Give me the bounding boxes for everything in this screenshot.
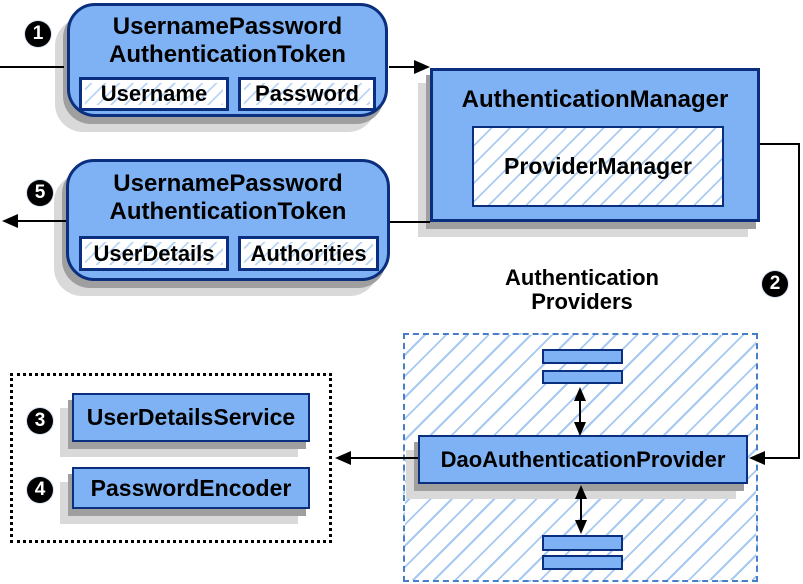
step-1-badge: 1	[25, 21, 51, 47]
request-token-title-line1: UsernamePassword	[112, 13, 343, 40]
step-5-badge: 5	[27, 180, 53, 206]
flow-arrow-1-head	[414, 60, 430, 74]
userdetails-field: UserDetails	[79, 236, 229, 271]
provider-placeholder-bar	[542, 535, 623, 551]
provider-placeholder-bar	[542, 555, 623, 570]
provider-placeholder-bar	[542, 349, 623, 364]
password-encoder-box: PasswordEncoder	[72, 467, 310, 509]
username-field: Username	[79, 77, 229, 111]
step-4-badge: 4	[27, 477, 53, 503]
authentication-providers-label-line1: Authentication	[505, 265, 659, 290]
user-details-service-label: UserDetailsService	[86, 404, 296, 430]
userdetails-field-label: UserDetails	[93, 240, 215, 266]
request-token-box: UsernamePassword AuthenticationToken Use…	[67, 3, 388, 117]
dao-authentication-provider-label: DaoAuthenticationProvider	[440, 446, 726, 472]
user-details-service-box: UserDetailsService	[72, 393, 310, 442]
authorities-field-label: Authorities	[250, 240, 367, 266]
response-token-title-line1: UsernamePassword	[113, 170, 343, 197]
step-2-badge: 2	[762, 271, 788, 297]
provider-manager-label: ProviderManager	[504, 153, 692, 179]
authentication-providers-label-line2: Providers	[531, 289, 633, 314]
username-field-label: Username	[100, 81, 208, 106]
password-encoder-label: PasswordEncoder	[90, 474, 292, 501]
authorities-field: Authorities	[238, 236, 379, 271]
request-token-title: UsernamePassword AuthenticationToken	[70, 13, 385, 69]
authentication-manager-title: AuthenticationManager	[461, 86, 729, 113]
authentication-manager-box: AuthenticationManager ProviderManager	[430, 68, 760, 222]
authentication-providers-label: Authentication Providers	[450, 266, 714, 314]
provider-placeholder-bar	[542, 370, 623, 384]
supporting-beans-box	[10, 373, 332, 543]
response-token-title-line2: AuthenticationToken	[109, 198, 347, 225]
flow-arrow-3-head	[335, 451, 351, 465]
response-token-title: UsernamePassword AuthenticationToken	[69, 170, 387, 226]
flow-arrow-2-shaft	[760, 143, 800, 459]
dao-authentication-provider-box: DaoAuthenticationProvider	[418, 435, 748, 484]
step-3-badge: 3	[27, 408, 53, 434]
response-token-box: UsernamePassword AuthenticationToken Use…	[66, 159, 390, 281]
provider-manager-box: ProviderManager	[472, 126, 724, 207]
password-field-label: Password	[255, 81, 359, 106]
flow-arrow-5-head	[2, 214, 18, 228]
password-field: Password	[238, 77, 376, 111]
request-token-title-line2: AuthenticationToken	[109, 41, 346, 68]
